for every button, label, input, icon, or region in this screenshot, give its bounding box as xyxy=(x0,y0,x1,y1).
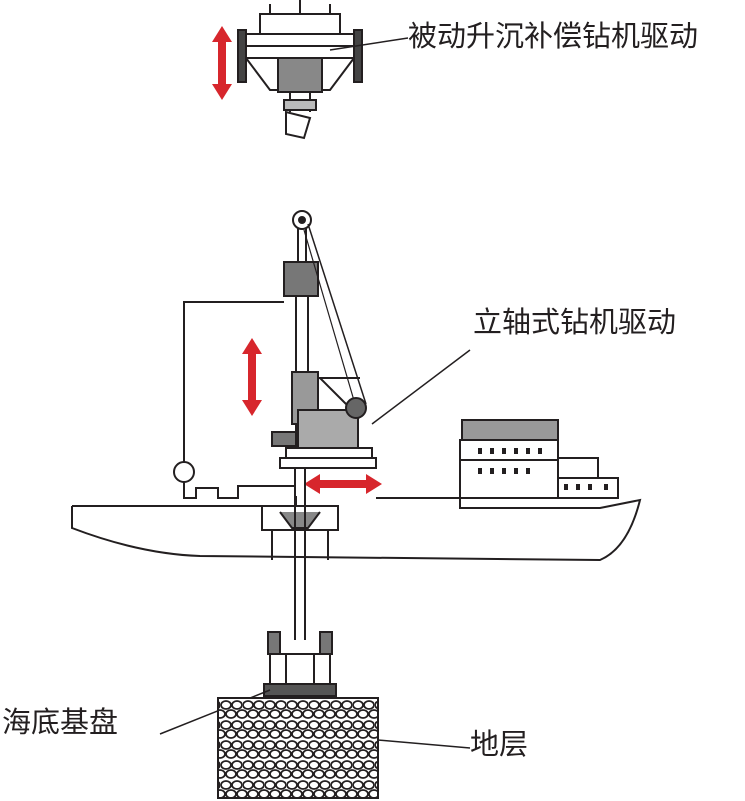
seabed-base-unit xyxy=(159,631,337,735)
heave-arrow-icon xyxy=(212,26,232,100)
ship-hull xyxy=(71,419,642,562)
vertical-arrow-icon xyxy=(242,338,262,416)
derrick-mast xyxy=(173,210,367,499)
ship-windows xyxy=(478,448,608,490)
label-strata: 地层 xyxy=(470,727,529,761)
top-shaft-drive xyxy=(271,349,471,469)
strata-block xyxy=(217,697,471,799)
label-seabed-base: 海底基盘 xyxy=(2,705,119,739)
label-heave-compensation-drive: 被动升沉补偿钻机驱动 xyxy=(408,19,699,53)
heave-compensation-drive xyxy=(237,0,409,140)
horizontal-arrow-icon xyxy=(304,474,382,494)
label-top-shaft-drive: 立轴式钻机驱动 xyxy=(473,305,677,339)
